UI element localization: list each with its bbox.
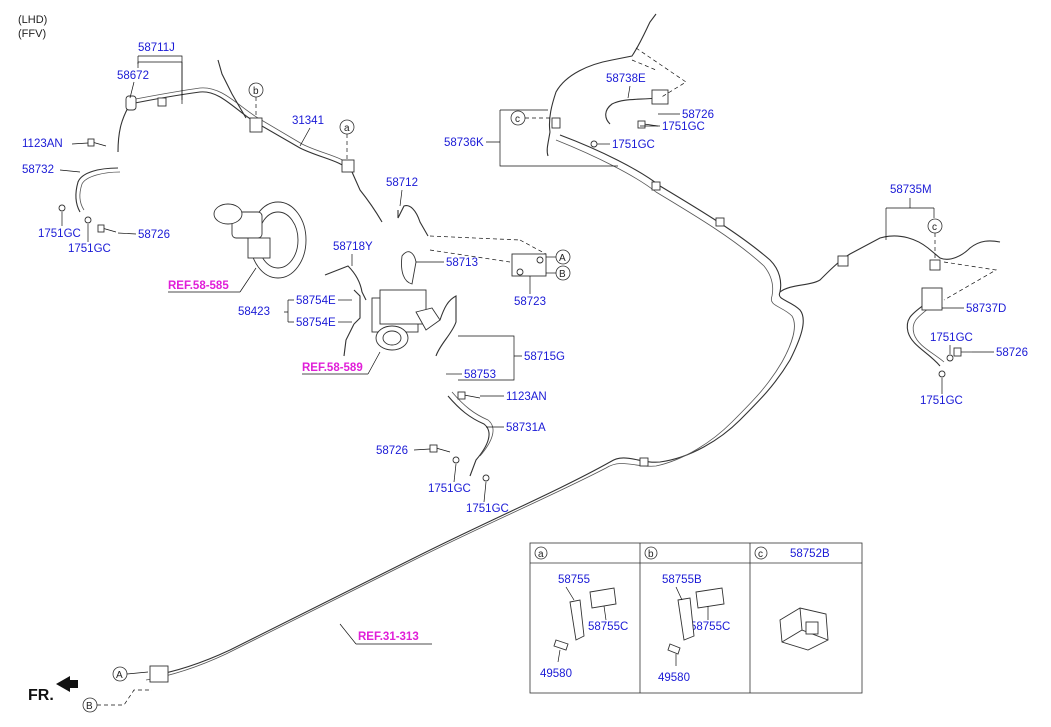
front-pipe-top-stub — [217, 59, 247, 119]
table-b-58755B: 58755B — [662, 574, 702, 586]
table-circle-b — [644, 546, 658, 560]
label-58736K: 58736K — [444, 137, 484, 149]
label-1751GC-l2: 1751GC — [68, 243, 111, 255]
table-a-58755: 58755 — [558, 574, 590, 586]
left-flex-hose — [75, 167, 119, 213]
label-1751GC-l1: 1751GC — [38, 228, 81, 240]
svg-text:a: a — [538, 549, 544, 560]
svg-text:B: B — [559, 269, 566, 280]
ref-58-589[interactable]: REF.58-589 — [302, 362, 363, 374]
label-58672: 58672 — [117, 70, 149, 82]
svg-text:B: B — [86, 701, 93, 712]
table-a-49580: 49580 — [540, 668, 572, 680]
label-58726-mid: 58726 — [376, 445, 408, 457]
left-flex-hose-edge — [79, 171, 121, 211]
flex-hose-58731A — [447, 395, 490, 477]
label-58732: 58732 — [22, 164, 54, 176]
svg-text:A: A — [116, 670, 123, 681]
pipe-58712 — [397, 205, 429, 237]
front-pipe-down — [117, 103, 131, 153]
svg-text:a: a — [344, 123, 350, 134]
bracket-58723 — [511, 253, 547, 277]
label-58737D: 58737D — [966, 303, 1006, 315]
svg-text:c: c — [515, 114, 520, 125]
svg-text:A: A — [559, 253, 566, 264]
table-circle-c — [754, 546, 768, 560]
label-31341: 31341 — [292, 115, 324, 127]
label-58735M: 58735M — [890, 184, 932, 196]
rear-pipe-parallel — [145, 139, 795, 681]
pipe-58736K-drop — [546, 131, 551, 157]
svg-text:b: b — [648, 549, 654, 560]
svg-text:c: c — [932, 222, 937, 233]
label-58726-right: 58726 — [996, 347, 1028, 359]
ref-31-313[interactable]: REF.31-313 — [358, 631, 419, 643]
leader-58711J — [137, 55, 183, 104]
bracket-58738E — [651, 89, 669, 105]
brake-booster — [213, 201, 307, 279]
bracket-58713 — [401, 251, 417, 285]
label-58712: 58712 — [386, 177, 418, 189]
label-58723: 58723 — [514, 296, 546, 308]
label-58423: 58423 — [238, 306, 270, 318]
rear-pipe-main — [149, 134, 804, 677]
label-58731A: 58731A — [506, 422, 546, 434]
svg-text:c: c — [758, 549, 763, 560]
header-lhd: (LHD) — [18, 14, 47, 26]
flex-hose-58737D-edge — [912, 303, 945, 363]
label-58753: 58753 — [464, 369, 496, 381]
bracket-58737D — [921, 287, 943, 311]
label-1751GC-t1: 1751GC — [662, 121, 705, 133]
label-58738E: 58738E — [606, 73, 646, 85]
label-1751GC-r1: 1751GC — [930, 332, 973, 344]
abs-unit — [371, 289, 441, 351]
front-marker: FR. — [28, 687, 54, 704]
label-1123AN-left: 1123AN — [22, 138, 63, 150]
flex-hose-58738E — [605, 97, 657, 125]
clip-58752B-icon — [779, 607, 829, 651]
table-b-49580: 49580 — [658, 672, 690, 684]
label-1751GC-r2: 1751GC — [920, 395, 963, 407]
label-1123AN-mid: 1123AN — [506, 391, 547, 403]
front-arrow-icon — [56, 676, 78, 692]
pipe-clips — [125, 95, 941, 683]
label-1751GC-m1: 1751GC — [428, 483, 471, 495]
flex-hose-58737D — [906, 299, 941, 367]
label-1751GC-t2: 1751GC — [612, 139, 655, 151]
label-58711J: 58711J — [138, 42, 175, 54]
label-58726-top: 58726 — [682, 109, 714, 121]
label-58713: 58713 — [446, 257, 478, 269]
label-1751GC-m2: 1751GC — [466, 503, 509, 515]
label-58754E-1: 58754E — [296, 295, 336, 307]
label-58754E-2: 58754E — [296, 317, 336, 329]
pipe-58735M — [779, 235, 1001, 293]
label-58715G: 58715G — [524, 351, 565, 363]
table-b-58755C: 58755C — [690, 621, 730, 633]
svg-text:b: b — [253, 86, 259, 97]
leader-58672 — [129, 81, 135, 99]
pipe-58718Y — [324, 265, 367, 301]
bolt-group — [87, 120, 972, 453]
table-circle-a — [534, 546, 548, 560]
dash-ab — [429, 235, 547, 263]
pipe-58715G — [435, 295, 457, 357]
detail-table: a 58755 58755C 49580 b 58755B 58755C 495… — [529, 542, 863, 694]
header-ffv: (FFV) — [18, 28, 46, 40]
label-58718Y: 58718Y — [333, 241, 373, 253]
table-a-58755C: 58755C — [588, 621, 628, 633]
label-58726-left: 58726 — [138, 229, 170, 241]
flex-hose-58731A-edge — [451, 391, 494, 457]
table-c-58752B: 58752B — [790, 548, 830, 560]
pipe-58736K — [548, 13, 657, 133]
ref-58-585[interactable]: REF.58-585 — [168, 280, 229, 292]
front-pipe-parallel — [129, 87, 355, 169]
